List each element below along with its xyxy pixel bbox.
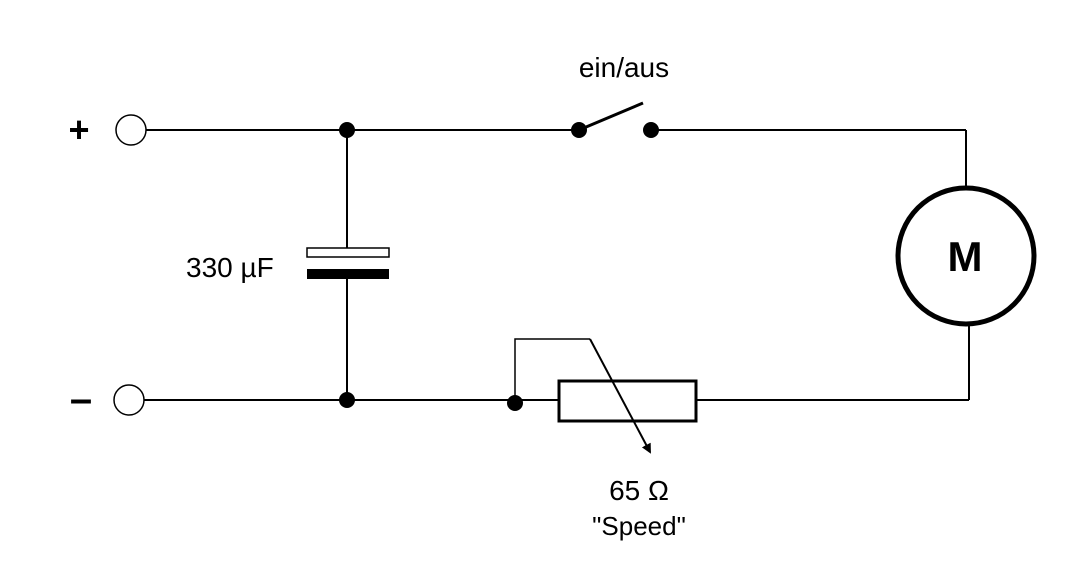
capacitor-label: 330 µF — [186, 252, 274, 283]
rheostat-value-label: 65 Ω — [609, 475, 669, 506]
negative-terminal — [113, 384, 145, 416]
capacitor-plate-positive — [306, 247, 390, 258]
motor-symbol — [895, 185, 1037, 327]
rheostat-name-label: "Speed" — [592, 511, 686, 541]
positive-terminal — [115, 114, 147, 146]
capacitor-plate-negative — [307, 269, 389, 279]
junction-top — [339, 122, 355, 138]
rheostat-body — [557, 379, 698, 423]
negative-terminal-symbol: – — [70, 377, 92, 421]
switch-label: ein/aus — [579, 52, 669, 83]
junction-bottom — [339, 392, 355, 408]
rheostat-wiper-link — [514, 338, 590, 403]
rheostat-wiper-arrow — [589, 338, 651, 454]
positive-terminal-symbol: + — [68, 109, 89, 150]
switch-contact-right — [643, 122, 659, 138]
motor-label: M — [948, 233, 983, 280]
switch-lever — [578, 101, 644, 132]
